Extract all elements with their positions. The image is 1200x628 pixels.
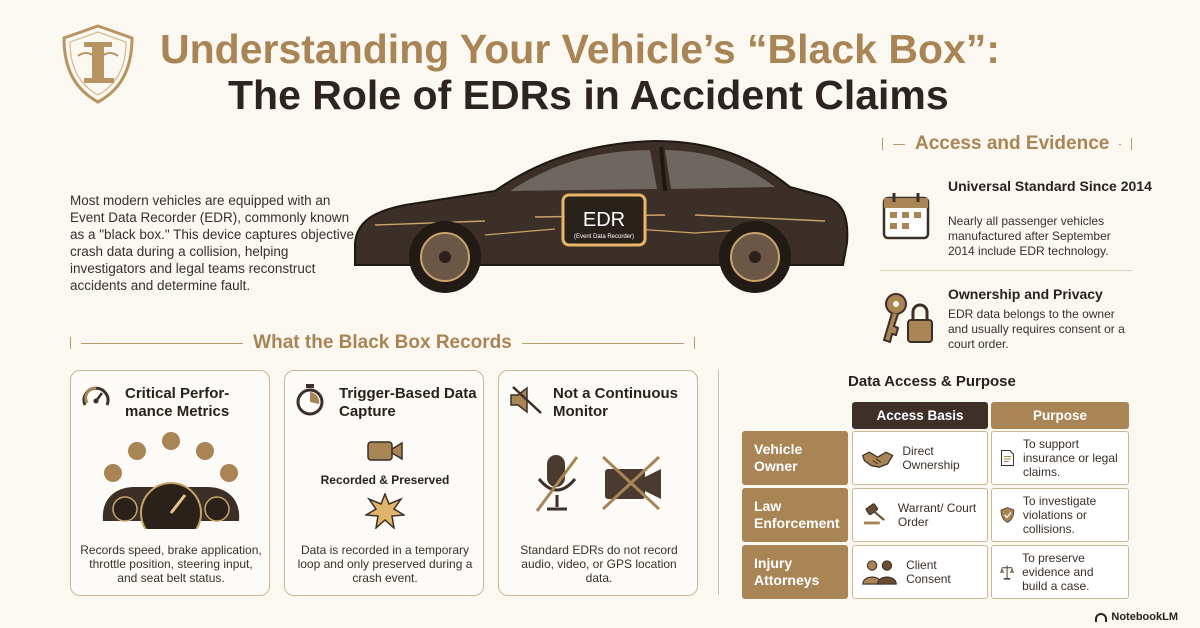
- record-card-2-title: Trigger-Based Data Capture: [339, 385, 477, 420]
- vertical-divider: [718, 370, 719, 595]
- no-audio-icon: [535, 455, 579, 512]
- document-icon: [1000, 450, 1014, 466]
- record-card-3-body: Standard EDRs do not record audio, video…: [520, 543, 678, 585]
- key-lock-icon: [882, 293, 933, 344]
- record-card-3-title: Not a Continuous Monitor: [553, 385, 678, 420]
- table-cell-purpose-owner: To support insurance or legal claims.: [991, 431, 1129, 485]
- table-header-access-basis: Access Basis: [852, 402, 988, 429]
- edr-chip-label: EDR: [583, 209, 625, 231]
- edr-chip-sublabel: (Event Data Recorder): [574, 234, 634, 240]
- table-cell-basis-attorneys: Client Consent: [852, 545, 988, 599]
- records-section-heading: What the Black Box Records: [70, 332, 696, 354]
- gavel-icon: [863, 503, 885, 525]
- record-card-2-body: Data is recorded in a temporary loop and…: [297, 543, 473, 585]
- purpose-text-owner: To support insurance or legal claims.: [1022, 437, 1118, 479]
- car-illustration: EDR (Event Data Recorder): [354, 139, 849, 293]
- access-section-heading: Access and Evidence: [882, 133, 1132, 155]
- table-row-label-law: Law Enforcement: [742, 488, 848, 542]
- record-card-1-title: Critical Perfor-mance Metrics: [125, 385, 230, 420]
- calendar-icon: [882, 193, 930, 240]
- table-cell-purpose-attorneys: To preserve evidence and build a case.: [991, 545, 1129, 599]
- record-card-1-body: Records speed, brake application, thrott…: [80, 543, 262, 585]
- title-line-1: Understanding Your Vehicle’s “Black Box”…: [160, 26, 1000, 72]
- purpose-text-attorneys: To preserve evidence and build a case.: [1022, 551, 1094, 593]
- record-card-not-continuous: Not a Continuous Monitor Standard EDRs d…: [498, 370, 698, 596]
- access-heading-text: Access and Evidence: [915, 133, 1110, 154]
- access-item-1-title: Universal Standard Since 2014: [948, 178, 1152, 194]
- access-item-2-body: EDR data belongs to the owner and usuall…: [948, 307, 1125, 351]
- access-divider: [880, 270, 1132, 271]
- title-line-2: The Role of EDRs in Accident Claims: [228, 72, 949, 118]
- intro-text: Most modern vehicles are equipped with a…: [70, 193, 354, 293]
- law-shield-logo-icon: [62, 24, 134, 104]
- handshake-icon: [861, 451, 894, 468]
- crash-burst-icon: [365, 493, 405, 529]
- access-item-2-title: Ownership and Privacy: [948, 286, 1103, 302]
- mute-icon: [510, 386, 542, 414]
- record-card-2-caption: Recorded & Preserved: [320, 473, 450, 487]
- basis-text-owner: Direct Ownership: [902, 444, 960, 472]
- access-item-1-body: Nearly all passenger vehicles manufactur…: [948, 214, 1111, 258]
- table-cell-basis-law: Warrant/ Court Order: [852, 488, 988, 542]
- dashboard-gauges-icon: [102, 432, 240, 529]
- scales-icon: [1000, 565, 1014, 580]
- people-icon: [862, 560, 897, 585]
- table-cell-basis-owner: Direct Ownership: [852, 431, 988, 485]
- footer-brand-text: NotebookLM: [1111, 611, 1178, 623]
- shield-check-icon: [1000, 507, 1015, 523]
- table-cell-purpose-law: To investigate violations or collisions.: [991, 488, 1129, 542]
- record-card-metrics: Critical Perfor-mance Metrics Records sp…: [70, 370, 270, 596]
- records-heading-text: What the Black Box Records: [253, 332, 512, 353]
- purpose-text-law: To investigate violations or collisions.: [1022, 494, 1097, 536]
- record-card-trigger: Trigger-Based Data Capture Recorded & Pr…: [284, 370, 484, 596]
- table-header-purpose: Purpose: [991, 402, 1129, 429]
- gauge-icon: [82, 386, 110, 406]
- basis-text-attorneys: Client Consent: [906, 558, 951, 586]
- stopwatch-icon: [296, 384, 324, 416]
- basis-text-law: Warrant/ Court Order: [897, 501, 977, 529]
- notebooklm-logo-icon: [1095, 612, 1108, 622]
- footer-brand: NotebookLM: [1095, 611, 1178, 623]
- table-title: Data Access & Purpose: [848, 373, 1016, 390]
- no-video-icon: [601, 455, 661, 511]
- table-row-label-owner: Vehicle Owner: [742, 431, 848, 485]
- table-row-label-attorneys: Injury Attorneys: [742, 545, 848, 599]
- camera-icon: [367, 441, 403, 461]
